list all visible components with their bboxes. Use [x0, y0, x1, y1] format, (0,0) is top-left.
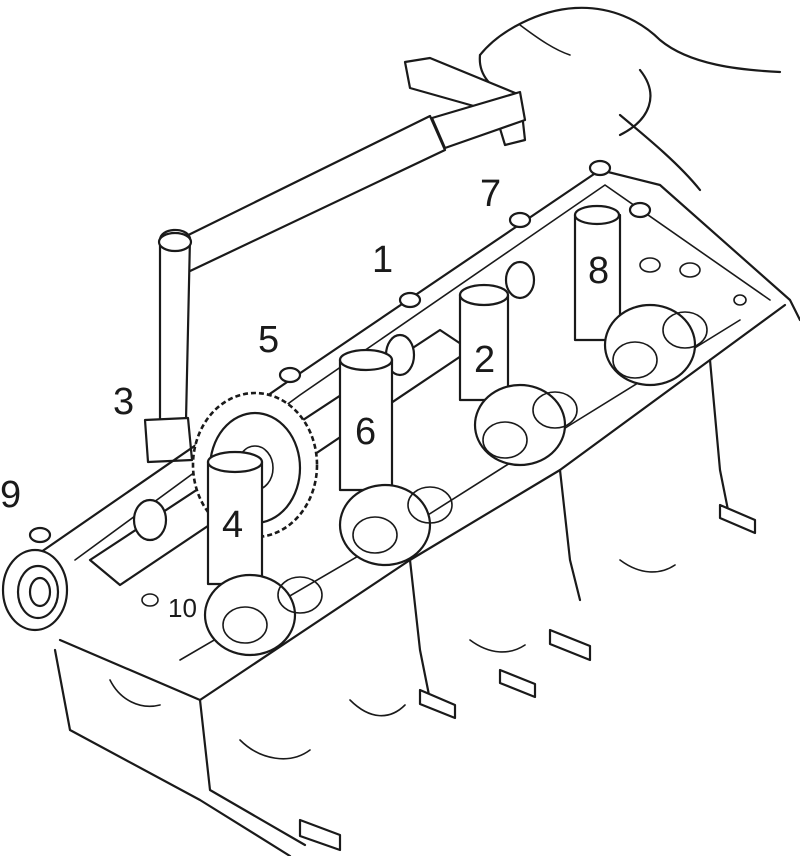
callout-4: 4	[222, 504, 243, 546]
callout-2: 2	[474, 339, 495, 381]
callout-5: 5	[258, 319, 279, 361]
callout-7: 7	[480, 173, 501, 215]
hand-illustration	[478, 6, 782, 192]
valve-bores	[141, 257, 747, 657]
callout-6: 6	[355, 411, 376, 453]
callout-9: 9	[0, 474, 21, 516]
callout-8: 8	[588, 250, 609, 292]
bolt-tools	[28, 159, 652, 586]
callout-labels: 1 2 3 4 5 6 7 8 9 10	[0, 173, 609, 623]
cylinder-head	[13, 168, 800, 856]
callout-3: 3	[113, 381, 134, 423]
callout-1: 1	[372, 239, 393, 281]
torque-wrench	[143, 56, 527, 464]
callout-10: 10	[168, 593, 197, 623]
